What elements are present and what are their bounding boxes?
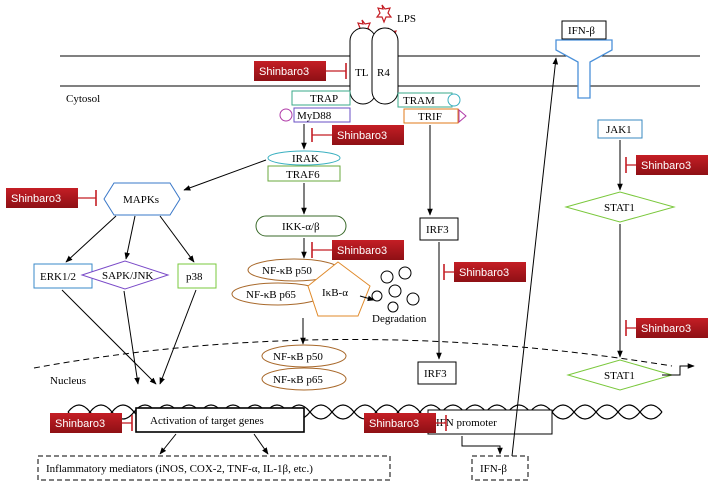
svg-text:p38: p38 xyxy=(186,271,203,283)
myd88-box: MyD88 xyxy=(279,107,351,123)
svg-text:MyD88: MyD88 xyxy=(297,110,332,122)
stat1-lower-node: STAT1 xyxy=(566,359,695,391)
svg-text:Activation of target genes: Activation of target genes xyxy=(150,415,264,427)
svg-text:IKK-α/β: IKK-α/β xyxy=(282,221,320,233)
svg-text:Shinbaro3: Shinbaro3 xyxy=(11,193,61,205)
svg-text:ERK1/2: ERK1/2 xyxy=(40,271,76,283)
nfkb-p65-upper: NF-κB p65 xyxy=(231,282,325,306)
sapk-jnk-node: SAPK/JNK xyxy=(80,260,170,290)
svg-text:NF-κB p50: NF-κB p50 xyxy=(273,351,323,363)
inhibitor-membrane: Shinbaro3 xyxy=(254,61,347,81)
traf6-node: TRAF6 xyxy=(267,165,341,182)
inflammatory-mediators-box: Inflammatory mediators (iNOS, COX-2, TNF… xyxy=(37,455,391,481)
ifn-promoter-box: IFN promoter xyxy=(427,409,553,435)
jak1-node: JAK1 xyxy=(597,119,643,139)
svg-text:Inflammatory mediators (iNOS,: Inflammatory mediators (iNOS, COX-2, TNF… xyxy=(46,463,313,475)
svg-text:TRAM: TRAM xyxy=(403,95,435,107)
svg-text:JAK1: JAK1 xyxy=(606,124,632,136)
svg-text:STAT1: STAT1 xyxy=(604,202,635,214)
irf3-lower-node: IRF3 xyxy=(417,361,457,385)
inhibitor-myd88: Shinbaro3 xyxy=(311,125,404,145)
svg-text:Shinbaro3: Shinbaro3 xyxy=(337,130,387,142)
erk-node: ERK1/2 xyxy=(33,263,93,289)
svg-text:Shinbaro3: Shinbaro3 xyxy=(55,418,105,430)
svg-text:Shinbaro3: Shinbaro3 xyxy=(641,160,691,172)
svg-text:NF-κB p65: NF-κB p65 xyxy=(246,289,296,301)
tlr4-receptor: TL R4 xyxy=(349,27,399,105)
inhibitor-irf3: Shinbaro3 xyxy=(443,262,526,282)
inhibitor-ifn-promoter: Shinbaro3 xyxy=(364,413,447,433)
cytosol-label: Cytosol xyxy=(66,93,100,105)
irak-node: IRAK xyxy=(267,150,341,166)
trap-box: TRAP xyxy=(291,90,351,106)
svg-text:IFN-β: IFN-β xyxy=(480,463,507,475)
nucleus-label: Nucleus xyxy=(50,375,86,387)
svg-text:TRAP: TRAP xyxy=(310,93,338,105)
inhibitor-stat1: Shinbaro3 xyxy=(625,318,708,338)
svg-text:Shinbaro3: Shinbaro3 xyxy=(641,323,691,335)
ifn-beta-receptor-label: IFN-β xyxy=(568,25,595,37)
svg-text:IRF3: IRF3 xyxy=(426,224,449,236)
mapks-node: MAPKs xyxy=(103,182,181,216)
svg-text:STAT1: STAT1 xyxy=(604,370,635,382)
svg-text:TRAF6: TRAF6 xyxy=(286,169,320,181)
svg-text:Shinbaro3: Shinbaro3 xyxy=(337,245,387,257)
trif-box: TRIF xyxy=(403,108,467,124)
svg-text:Shinbaro3: Shinbaro3 xyxy=(369,418,419,430)
tram-box: TRAM xyxy=(397,92,461,108)
nfkb-p65-lower: NF-κB p65 xyxy=(261,367,347,391)
stat1-upper-node: STAT1 xyxy=(564,191,676,223)
svg-text:TRIF: TRIF xyxy=(418,111,442,123)
degradation-label: Degradation xyxy=(372,313,427,325)
svg-text:IRAK: IRAK xyxy=(292,153,319,165)
arrows xyxy=(61,57,623,457)
inhibitor-mapks: Shinbaro3 xyxy=(6,188,97,208)
ifnar-receptor xyxy=(555,20,613,99)
ikb-alpha-node: IκB-α xyxy=(307,261,371,317)
tlr4-label-left: TL xyxy=(355,67,369,79)
nfkb-p50-lower: NF-κB p50 xyxy=(261,344,347,368)
svg-text:NF-κB p65: NF-κB p65 xyxy=(273,374,323,386)
tlr4-label-right: R4 xyxy=(377,67,390,79)
p38-node: p38 xyxy=(177,263,217,289)
svg-text:SAPK/JNK: SAPK/JNK xyxy=(102,270,153,282)
ikk-node: IKK-α/β xyxy=(255,215,347,237)
svg-text:NF-κB p50: NF-κB p50 xyxy=(262,265,312,277)
inhibitor-jak1: Shinbaro3 xyxy=(625,155,708,175)
nuclear-membrane xyxy=(33,339,673,369)
inhibitor-activation: Shinbaro3 xyxy=(50,413,133,433)
svg-text:MAPKs: MAPKs xyxy=(123,194,159,206)
degradation-circles xyxy=(371,266,420,313)
activation-box: Activation of target genes xyxy=(135,407,305,433)
svg-text:Shinbaro3: Shinbaro3 xyxy=(459,267,509,279)
irf3-upper-node: IRF3 xyxy=(419,217,459,241)
svg-text:IFN promoter: IFN promoter xyxy=(436,417,497,429)
lps-label: LPS xyxy=(397,13,416,25)
ifn-beta-output-box: IFN-β xyxy=(471,455,529,481)
svg-text:IRF3: IRF3 xyxy=(424,368,447,380)
svg-text:IκB-α: IκB-α xyxy=(322,287,348,299)
svg-text:Shinbaro3: Shinbaro3 xyxy=(259,66,309,78)
inhibitor-ikk: Shinbaro3 xyxy=(311,240,404,260)
nfkb-p50-upper: NF-κB p50 xyxy=(247,258,341,282)
